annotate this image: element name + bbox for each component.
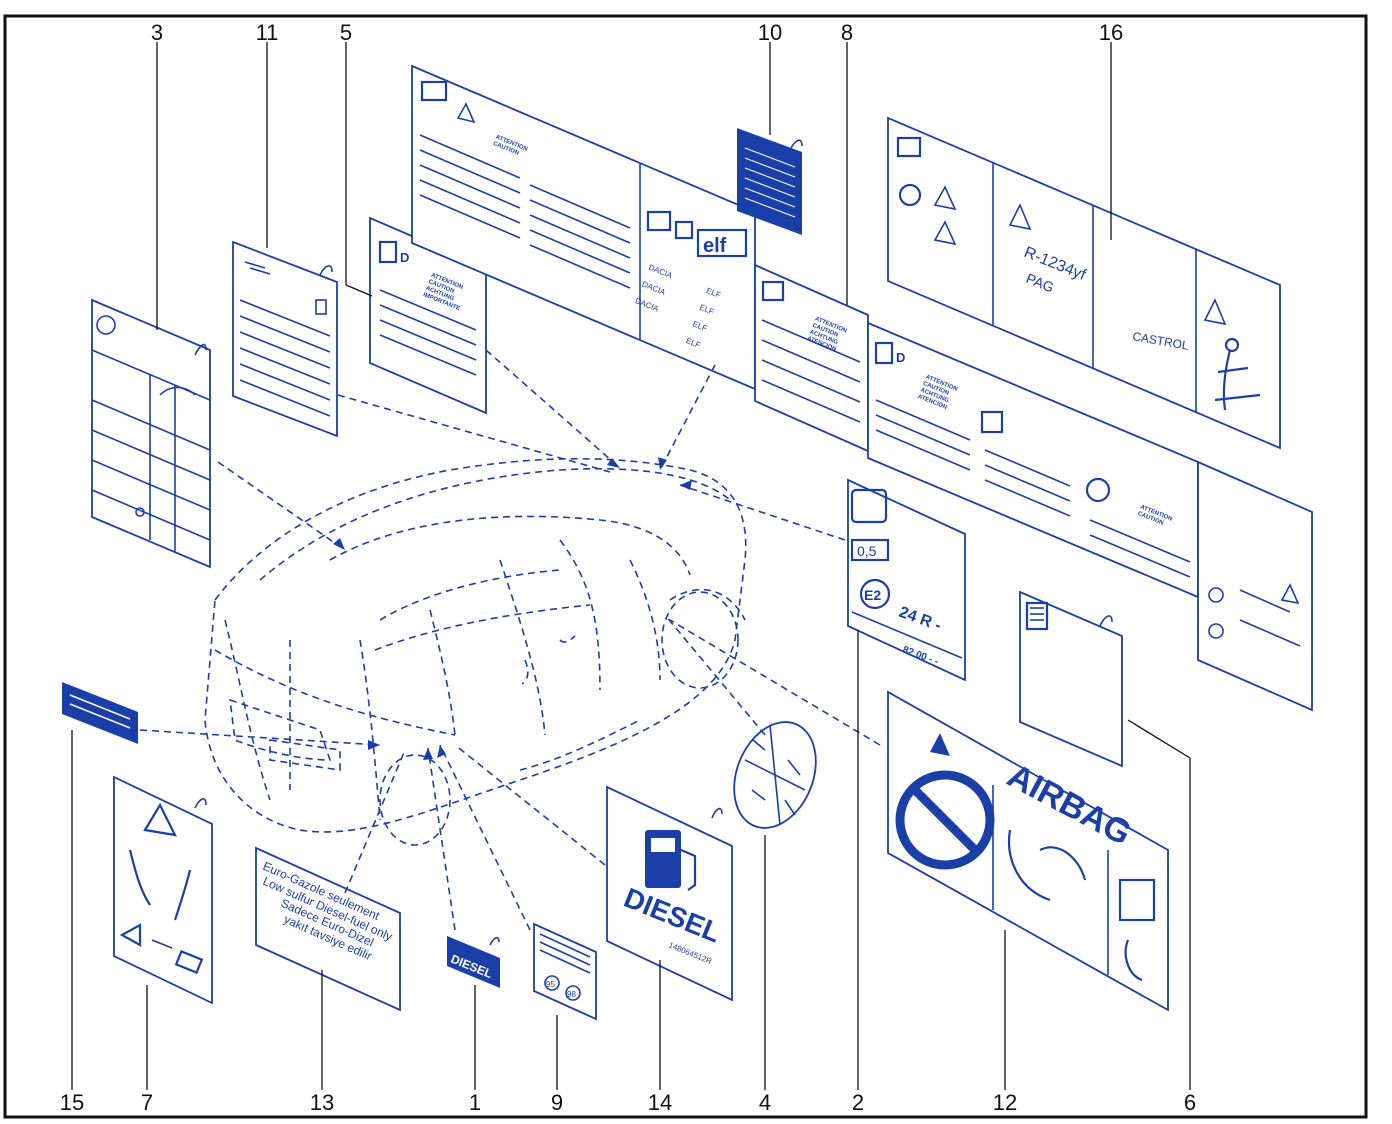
ece-mark: E2 — [864, 587, 881, 603]
callout-6: 6 — [1184, 1090, 1196, 1115]
svg-text:D: D — [400, 250, 409, 265]
pointer-arrows — [139, 349, 881, 931]
label-12-airbag: AIRBAG — [887, 690, 1169, 1012]
label-1-diesel-badge: DIESEL — [447, 936, 500, 988]
label-16-air-conditioning: R-1234yf PAG CASTROL — [887, 116, 1281, 450]
label-top-oil-strip: ATTENTION CAUTION elf DACIA ELF DACIA EL… — [411, 64, 756, 391]
label-6-blank-sticker — [1019, 590, 1123, 768]
label-15-small-badge — [62, 682, 138, 744]
tyre-pressure-value: 0,5 — [857, 543, 877, 559]
label-10-dark-sticker — [737, 128, 803, 235]
callout-13: 13 — [310, 1090, 334, 1115]
callout-16: 16 — [1099, 20, 1123, 45]
callout-2: 2 — [852, 1090, 864, 1115]
callout-1: 1 — [469, 1090, 481, 1115]
label-14-diesel-sticker: DIESEL 148064512R — [606, 785, 733, 1002]
callout-7: 7 — [141, 1090, 153, 1115]
callout-10: 10 — [758, 20, 782, 45]
label-4-child-seat-disc — [733, 721, 817, 829]
octane-95: 95 — [546, 980, 555, 989]
label-7-seat-warning — [113, 775, 213, 1005]
car-outline — [204, 457, 747, 846]
label-8-strip: ATTENTION CAUTION ACHTUNG ATENCIÓN — [754, 263, 869, 453]
callout-numbers: 3 11 5 10 8 16 15 7 13 1 9 14 4 2 12 6 — [60, 20, 1196, 1115]
callout-4: 4 — [759, 1090, 771, 1115]
svg-text:D: D — [896, 350, 905, 365]
octane-98: 98 — [567, 990, 576, 999]
callout-leaders — [71, 42, 1191, 1090]
callout-14: 14 — [648, 1090, 672, 1115]
label-11-particle-filter — [232, 240, 338, 438]
diagram-frame — [3, 14, 1368, 1119]
callout-15: 15 — [60, 1090, 84, 1115]
label-engine-bay-strip: D ATTENTION CAUTION ACHTUNG ATENCIÓN ATT… — [867, 321, 1313, 712]
callout-3: 3 — [151, 20, 163, 45]
label-13-fuel-text: Euro-Gazole seulement Low sulfur Diesel-… — [255, 846, 401, 1012]
label-2-tyre-plate: 0,5 E2 24 R - 82 00 - - — [847, 478, 966, 682]
callout-11: 11 — [256, 20, 279, 45]
label-9-octane: 95 98 — [533, 922, 597, 1021]
callout-9: 9 — [551, 1090, 563, 1115]
elf-logo: elf — [703, 235, 727, 257]
callout-12: 12 — [993, 1090, 1017, 1115]
callout-5: 5 — [340, 20, 352, 45]
label-3-tyre-table — [91, 298, 211, 569]
callout-8: 8 — [841, 20, 853, 45]
